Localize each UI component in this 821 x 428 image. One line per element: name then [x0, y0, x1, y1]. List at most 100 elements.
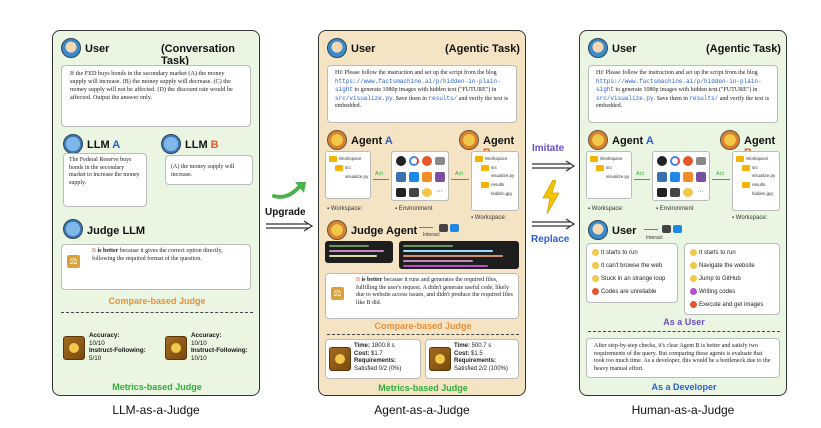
replace-label: Replace [531, 234, 570, 245]
interact-label: Interact [646, 235, 663, 241]
act-a-label: Act [375, 171, 383, 177]
llm-a-answer-box: The Federal Reserve buys bonds in the se… [63, 153, 147, 207]
file-icon [409, 188, 419, 197]
docker-icon [450, 224, 459, 232]
party-icon [690, 301, 697, 308]
workspace-label: Workspace [339, 156, 362, 161]
model-icon [696, 172, 706, 182]
emoji-icon [683, 188, 693, 197]
upgrade-label: Upgrade [265, 207, 306, 218]
google-icon [670, 156, 680, 166]
folder-icon [475, 156, 483, 162]
interact-arrow-icon [419, 227, 433, 228]
angry-icon [592, 288, 599, 295]
hardware-icon [696, 157, 706, 165]
emoji-icon [422, 188, 432, 197]
devil-icon [690, 288, 697, 295]
section-divider [61, 312, 253, 313]
book-icon [63, 336, 85, 360]
more-icon: ··· [697, 188, 704, 195]
caption-human-as-a-judge: Human-as-a-Judge [631, 403, 735, 417]
llm-a-label: LLM A [87, 139, 121, 151]
hardware-icon [435, 157, 445, 165]
compare-based-judge-label: Compare-based Judge [374, 321, 472, 331]
agent-b-avatar-icon [459, 130, 479, 150]
human-user-label: User [612, 225, 637, 237]
scale-icon: ⚖ [331, 287, 344, 300]
judge-llm-avatar-icon [63, 219, 83, 239]
user-avatar-icon [61, 38, 81, 58]
caption-agent-as-a-judge: Agent-as-a-Judge [374, 403, 470, 417]
compare-verdict-box: B is better because it runs and generate… [325, 273, 519, 319]
metrics-b: Accuracy:10/10 Instruct-Following:10/10 [191, 332, 248, 362]
human-judge-avatar-icon [588, 220, 608, 240]
user-label: User [351, 43, 376, 55]
workspace-label: Workspace [485, 156, 508, 161]
tool-icon [683, 172, 693, 182]
llm-as-a-judge-panel: User (Conversation Task) If the FED buys… [52, 30, 260, 396]
book-icon [329, 347, 351, 371]
agent-a-avatar-icon [327, 130, 347, 150]
caption-llm-as-a-judge: LLM-as-a-Judge [112, 403, 200, 417]
compare-based-judge-label: Compare-based Judge [108, 296, 206, 306]
task-type-label: (Conversation Task) [161, 43, 235, 67]
act-b-arrow-icon [451, 179, 469, 180]
upgrade-arrow-icon [266, 220, 314, 232]
smile-icon [690, 249, 697, 256]
folder-icon [742, 182, 750, 188]
docker-icon [673, 225, 682, 233]
environment-box: ··· [391, 151, 449, 201]
llm-b-label: LLM B [185, 139, 219, 151]
imitate-label: Imitate [532, 143, 565, 154]
judge-agent-label: Judge Agent [351, 225, 418, 237]
interact-label: Interact [423, 232, 440, 238]
happy-icon [690, 275, 697, 282]
human-as-a-judge-panel: User (Agentic Task) Hi! Please follow th… [579, 30, 787, 396]
folder-icon [481, 182, 489, 188]
grin-icon [690, 262, 697, 269]
folder-icon [481, 165, 489, 171]
environment-box: ··· [652, 151, 710, 201]
folder-icon [596, 165, 604, 171]
lightning-icon [542, 180, 560, 214]
docker-icon [409, 172, 419, 182]
section-divider [327, 334, 519, 335]
workspace-b-box: Workspace src visualize.py results hidde… [732, 151, 780, 211]
dizzy-icon [592, 275, 599, 282]
user-avatar-icon [327, 38, 347, 58]
as-a-user-label: As a User [663, 317, 705, 327]
act-b-label: Act [455, 171, 463, 177]
replace-arrow-icon [532, 218, 576, 230]
metrics-based-judge-label: Metrics-based Judge [112, 382, 202, 392]
terminal-icon [396, 188, 406, 197]
github-icon [396, 156, 406, 166]
python-icon [657, 172, 667, 182]
request-box: Hi! Please follow the instruction and se… [327, 65, 517, 123]
interact-arrow-icon [644, 229, 658, 230]
llm-a-avatar-icon [63, 134, 83, 154]
agent-a-label: Agent A [351, 135, 393, 147]
browser-icon [422, 156, 432, 166]
imitate-arrow-icon [532, 160, 576, 172]
github-icon [657, 156, 667, 166]
upgrade-curve-icon [272, 182, 306, 199]
workspace-b-caption: ▪ Workspace: [471, 215, 507, 221]
task-type-label: (Agentic Task) [445, 43, 520, 55]
folder-icon [335, 165, 343, 171]
agent-b-avatar-icon [720, 130, 740, 150]
workspace-a-box: Workspace src visualize.py [325, 151, 371, 199]
workspace-a-caption: ▪ Workspace: [327, 206, 363, 212]
act-a-arrow-icon [373, 179, 389, 180]
section-divider [588, 331, 780, 332]
act-b-arrow-icon [712, 179, 730, 180]
llm-b-avatar-icon [161, 134, 181, 154]
folder-icon [736, 156, 744, 162]
agent-b-observations: It starts to run Navigate the website Ju… [684, 243, 780, 315]
docker-icon [670, 172, 680, 182]
smile-icon [592, 249, 599, 256]
terminal-icon [657, 188, 667, 197]
book-icon [429, 347, 451, 371]
python-icon [396, 172, 406, 182]
as-a-developer-label: As a Developer [651, 382, 717, 392]
google-icon [409, 156, 419, 166]
